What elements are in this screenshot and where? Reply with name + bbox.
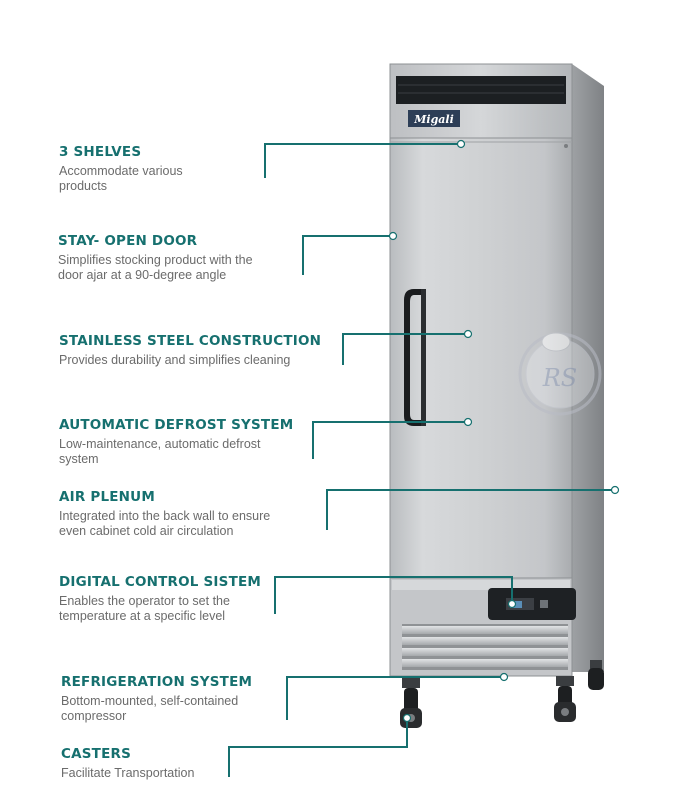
feature-description-line: Simplifies stocking product with the	[58, 253, 253, 267]
feature-description: Provides durability and simplifies clean…	[59, 353, 321, 368]
feature-title: AIR PLENUM	[59, 489, 155, 505]
lower-compartment	[389, 577, 576, 677]
feature-description: Low-maintenance, automatic defrost syste…	[59, 437, 293, 467]
feature-description-line: Accommodate various	[59, 164, 183, 178]
door-handle	[404, 289, 426, 426]
feature-title: STAINLESS STEEL CONSTRUCTION	[59, 333, 322, 349]
leader-line	[228, 713, 412, 777]
feature-description: Facilitate Transportation	[61, 766, 194, 781]
feature-description-line: Integrated into the back wall to ensure	[59, 509, 271, 523]
feature-title: AUTOMATIC DEFROST SYSTEM	[59, 417, 294, 433]
feature-description-line: Provides durability and simplifies clean…	[59, 353, 291, 367]
leader-line	[342, 329, 473, 365]
feature-title: STAY- OPEN DOOR	[58, 233, 198, 249]
feature-description: Simplifies stocking product with the doo…	[58, 253, 253, 283]
feature-description: Bottom-mounted, self-contained compresso…	[61, 694, 252, 724]
feature-description-line: Low-maintenance, automatic defrost	[59, 437, 261, 451]
feature-description-line: temperature at a specific level	[59, 609, 226, 623]
feature-description-line: system	[59, 452, 99, 466]
leader-line	[312, 417, 473, 459]
leader-dot	[456, 139, 466, 149]
feature-casters: CASTERS Facilitate Transportation	[61, 746, 194, 781]
feature-stainless-steel: STAINLESS STEEL CONSTRUCTION Provides du…	[59, 333, 321, 368]
leader-dot	[463, 417, 473, 427]
feature-description: Accommodate various products	[59, 164, 183, 194]
feature-air-plenum: AIR PLENUM Integrated into the back wall…	[59, 489, 270, 539]
digital-control-panel	[488, 588, 576, 620]
watermark-logo: RS	[518, 332, 602, 416]
leader-line	[302, 231, 398, 275]
feature-title: CASTERS	[61, 746, 132, 762]
brand-logo: Migali	[413, 113, 454, 126]
leader-dot	[402, 713, 412, 723]
cabinet-header: Migali	[389, 63, 573, 139]
feature-automatic-defrost: AUTOMATIC DEFROST SYSTEM Low-maintenance…	[59, 417, 293, 467]
feature-description-line: Bottom-mounted, self-contained	[61, 694, 239, 708]
leader-dot	[388, 231, 398, 241]
feature-description-line: Enables the operator to set the	[59, 594, 230, 608]
ventilation-grille	[402, 624, 568, 670]
feature-title: DIGITAL CONTROL SISTEM	[59, 574, 262, 590]
feature-description-line: compressor	[61, 709, 127, 723]
feature-description-line: products	[59, 179, 107, 193]
feature-description: Enables the operator to set the temperat…	[59, 594, 261, 624]
feature-digital-control: DIGITAL CONTROL SISTEM Enables the opera…	[59, 574, 261, 624]
watermark-monogram: RS	[542, 364, 578, 392]
cabinet-side-panel	[572, 64, 604, 672]
feature-description-line: door ajar at a 90-degree angle	[58, 268, 227, 282]
leader-line	[326, 485, 620, 530]
leader-dot	[499, 672, 509, 682]
feature-stay-open-door: STAY- OPEN DOOR Simplifies stocking prod…	[58, 233, 253, 283]
feature-refrigeration-system: REFRIGERATION SYSTEM Bottom-mounted, sel…	[61, 674, 252, 724]
leader-dot	[463, 329, 473, 339]
brand-logo-plate	[408, 110, 460, 127]
feature-title: REFRIGERATION SYSTEM	[61, 674, 253, 690]
feature-title: 3 SHELVES	[59, 144, 142, 160]
leader-line	[286, 672, 509, 720]
leader-dot	[610, 485, 620, 495]
leader-dot	[507, 599, 517, 609]
leader-line	[264, 139, 466, 178]
leader-line	[274, 576, 517, 614]
cabinet-door	[389, 137, 573, 579]
feature-shelves: 3 SHELVES Accommodate various products	[59, 144, 183, 194]
feature-description-line: Facilitate Transportation	[61, 766, 195, 780]
feature-description-line: even cabinet cold air circulation	[59, 524, 234, 538]
feature-description: Integrated into the back wall to ensure …	[59, 509, 270, 539]
